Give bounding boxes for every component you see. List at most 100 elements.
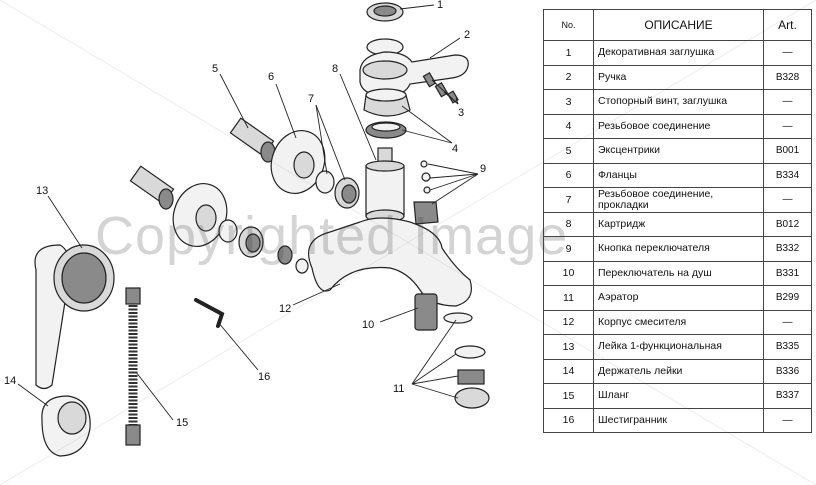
part-shower-holder [41,395,91,457]
callout-5: 5 [212,63,218,75]
table-row: 6 Фланцы B334 [543,162,812,188]
cell-no: 2 [543,64,594,90]
cell-no: 1 [543,40,594,66]
part-aerator [454,345,490,409]
cell-no: 11 [543,285,594,311]
cell-description: Стопорный винт, заглушка [593,89,764,115]
cell-no: 7 [543,187,594,213]
part-decorative-cap [366,2,404,56]
table-row: 11 Аэратор B299 [543,285,812,311]
table-row: 15 Шланг B337 [543,383,812,409]
part-hose [125,287,141,446]
part-shower-head [34,244,115,390]
cell-description: Резьбовое соединение, прокладки [593,187,764,213]
table-row: 7 Резьбовое соединение, прокладки — [543,187,812,213]
part-handle [359,51,469,97]
part-diverter [414,293,473,331]
table-row: 10 Переключатель на душ B331 [543,260,812,286]
cell-art: B012 [763,211,812,237]
cell-art: B299 [763,285,812,311]
callout-12: 12 [279,303,291,315]
part-eccentric-lower [129,165,309,274]
cell-no: 16 [543,407,594,433]
callout-10: 10 [362,319,374,331]
cell-no: 6 [543,162,594,188]
callout-13: 13 [36,185,48,197]
cell-no: 14 [543,358,594,384]
cell-art: — [763,187,812,213]
callout-9: 9 [480,163,486,175]
cell-art: B331 [763,260,812,286]
callout-16: 16 [258,371,270,383]
cell-art: B332 [763,236,812,262]
part-cartridge [365,147,405,223]
cell-no: 15 [543,383,594,409]
part-hex-key [194,298,225,328]
cell-no: 9 [543,236,594,262]
cell-description: Держатель лейки [593,358,764,384]
table-row: 1 Декоративная заглушка — [543,40,812,66]
cell-no: 12 [543,309,594,335]
callout-4: 4 [452,143,458,155]
cell-art: — [763,89,812,115]
cell-description: Аэратор [593,285,764,311]
cell-description: Лейка 1-функциональная [593,334,764,360]
parts-table: No. ОПИСАНИЕ Art. 1 Декоративная заглушк… [543,9,812,433]
cell-description: Переключатель на душ [593,260,764,286]
callout-6: 6 [268,71,274,83]
cell-description: Резьбовое соединение [593,113,764,139]
part-nut-upper [315,170,360,209]
cell-description: Шланг [593,383,764,409]
table-row: 14 Держатель лейки B336 [543,358,812,384]
cell-art: B328 [763,64,812,90]
column-header-art: Art. [763,9,812,41]
cell-art: B337 [763,383,812,409]
cell-no: 5 [543,138,594,164]
part-switch-button [413,160,439,225]
callout-7: 7 [308,93,314,105]
cell-description: Корпус смесителя [593,309,764,335]
part-flange-upper [270,130,326,194]
table-row: 2 Ручка B328 [543,64,812,90]
column-header-description: ОПИСАНИЕ [593,9,764,41]
table-row: 12 Корпус смесителя — [543,309,812,335]
exploded-diagram: 1 2 3 4 5 6 7 8 9 10 11 12 13 14 15 16 [4,0,490,457]
part-eccentric [229,117,276,163]
part-threaded-connection [363,88,411,139]
callout-14: 14 [4,375,16,387]
callout-15: 15 [176,417,188,429]
cell-no: 3 [543,89,594,115]
cell-description: Декоративная заглушка [593,40,764,66]
cell-no: 4 [543,113,594,139]
cell-art: B336 [763,358,812,384]
leader-lines [17,4,479,421]
cell-no: 13 [543,334,594,360]
table-row: 16 Шестигранник — [543,407,812,433]
part-screws [422,71,459,104]
cell-no: 10 [543,260,594,286]
table-header-row: No. ОПИСАНИЕ Art. [543,9,812,41]
table-row: 5 Эксцентрики B001 [543,138,812,164]
column-header-no: No. [543,9,594,41]
cell-description: Ручка [593,64,764,90]
table-row: 4 Резьбовое соединение — [543,113,812,139]
callout-8: 8 [332,63,338,75]
cell-description: Шестигранник [593,407,764,433]
cell-art: — [763,309,812,335]
cell-art: B334 [763,162,812,188]
part-mixer-body [308,217,472,307]
cell-no: 8 [543,211,594,237]
table-row: 8 Картридж B012 [543,211,812,237]
callout-3: 3 [458,107,464,119]
cell-description: Фланцы [593,162,764,188]
cell-art: B335 [763,334,812,360]
cell-description: Картридж [593,211,764,237]
table-row: 9 Кнопка переключателя B332 [543,236,812,262]
cell-description: Эксцентрики [593,138,764,164]
diagram-svg: 1 2 3 4 5 6 7 8 9 10 11 12 13 14 15 16 [4,0,490,457]
callout-1: 1 [437,0,443,11]
callout-11: 11 [393,383,404,395]
cell-art: — [763,113,812,139]
cell-description: Кнопка переключателя [593,236,764,262]
callout-2: 2 [464,29,470,41]
